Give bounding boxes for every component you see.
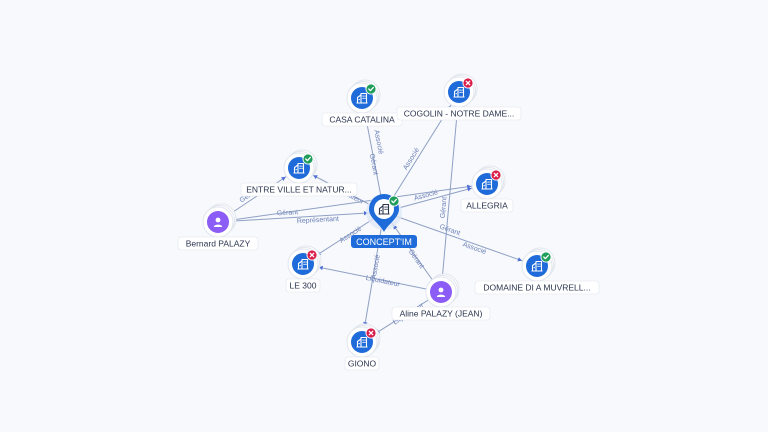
edge-label: Représentant	[297, 216, 339, 225]
edge-arrow-icon	[313, 175, 318, 180]
graph-node-giono[interactable]: GIONO	[344, 323, 381, 371]
graph-node-allegria[interactable]: ALLEGRIA	[460, 165, 514, 213]
edge-label: Liquidateur	[365, 275, 401, 289]
check-icon	[391, 198, 397, 204]
node-label: CASA CATALINA	[329, 115, 395, 125]
edge-bernard-allegria	[217, 183, 488, 223]
graph-node-cogolin[interactable]: COGOLIN - NOTRE DAME...	[396, 73, 522, 121]
graph-node-entre[interactable]: ENTRE VILLE ET NATUR...	[240, 149, 358, 197]
graph-node-aline[interactable]: Aline PALAZY (JEAN)	[391, 273, 491, 321]
edge-label: Gérant	[277, 209, 299, 217]
graph-node-le300[interactable]: LE 300	[285, 245, 322, 293]
edge-line	[440, 91, 460, 293]
status-active-badge	[365, 83, 377, 95]
nodes-layer: CASA CATALINA COGOLIN - NOTRE DAME... ENTR…	[177, 73, 600, 371]
edge-label: Gérant	[407, 249, 425, 271]
edge-arrow-icon	[281, 176, 286, 181]
edge-line	[302, 263, 442, 293]
edge-label: Associé	[372, 129, 384, 154]
status-closed-badge	[365, 327, 377, 339]
check-icon	[543, 254, 549, 260]
node-label: ALLEGRIA	[466, 201, 508, 211]
edge-arrow-icon	[517, 257, 522, 262]
edge-line	[217, 183, 488, 223]
edge-arrow-icon	[363, 211, 369, 216]
graph-node-domaine[interactable]: DOMAINE DI A MUVRELL...	[474, 247, 600, 295]
status-active-badge	[302, 153, 314, 165]
cross-icon	[309, 252, 315, 258]
status-active-badge	[388, 195, 400, 207]
node-label: ENTRE VILLE ET NATUR...	[246, 185, 352, 195]
edge-label: Associé	[371, 254, 382, 279]
edge-line	[361, 211, 385, 343]
node-label: LE 300	[290, 281, 317, 291]
status-active-badge	[540, 251, 552, 263]
node-label: Bernard PALAZY	[186, 239, 251, 249]
check-icon	[368, 86, 374, 92]
status-closed-badge	[306, 249, 318, 261]
node-label: COGOLIN - NOTRE DAME...	[404, 109, 515, 119]
graph-node-casa[interactable]: CASA CATALINA	[321, 79, 403, 127]
cross-icon	[493, 172, 499, 178]
edge-line	[383, 211, 538, 267]
node-label: Aline PALAZY (JEAN)	[400, 309, 483, 319]
cross-icon	[465, 80, 471, 86]
edge-arrow-icon	[466, 184, 472, 189]
node-label: GIONO	[348, 359, 377, 369]
center-node-label: CONCEPT'IM	[356, 237, 412, 247]
cross-icon	[368, 330, 374, 336]
edge-label: Gérant	[368, 153, 379, 175]
status-closed-badge	[490, 169, 502, 181]
graph-node-center[interactable]: CONCEPT'IM	[351, 194, 417, 248]
edge-label: Gérant	[440, 197, 449, 219]
graph-node-bernard[interactable]: Bernard PALAZY	[177, 203, 259, 251]
check-icon	[305, 156, 311, 162]
node-label: DOMAINE DI A MUVRELL...	[483, 283, 590, 293]
edge-line	[217, 211, 385, 223]
status-closed-badge	[462, 77, 474, 89]
